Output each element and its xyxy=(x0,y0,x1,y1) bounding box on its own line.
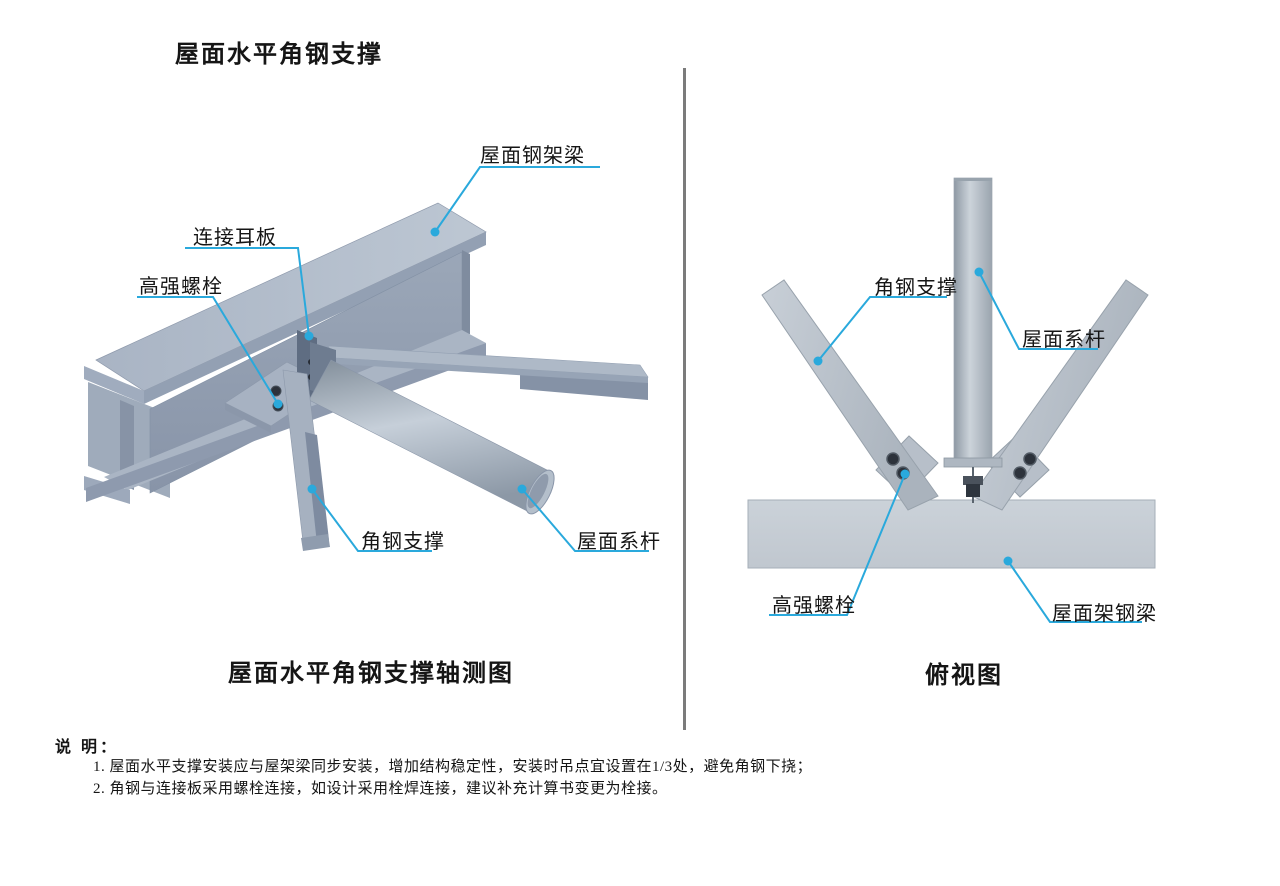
angle-brace-front-3d xyxy=(282,369,330,551)
note-item-1: 1. 屋面水平支撑安装应与屋架梁同步安装，增加结构稳定性，安装时吊点宜设置在1/… xyxy=(93,759,813,775)
label-roof-tie-right: 屋面系杆 xyxy=(1022,329,1106,351)
caption-axonometric: 屋面水平角钢支撑轴测图 xyxy=(228,661,514,687)
sheet-title: 屋面水平角钢支撑 xyxy=(175,42,383,68)
plan-view xyxy=(747,177,1156,623)
notes-heading: 说 明： xyxy=(55,739,120,756)
caption-plan: 俯视图 xyxy=(925,663,1003,689)
label-roof-frame-beam: 屋面钢架梁 xyxy=(480,145,585,167)
label-angle-brace-left: 角钢支撑 xyxy=(361,531,445,553)
roof-tie-pipe-plan xyxy=(943,177,1003,503)
leader-dots-right xyxy=(813,267,1013,566)
leader-lines-left xyxy=(137,166,649,552)
label-hs-bolt-right: 高强螺栓 xyxy=(772,595,856,617)
roof-frame-beam-plan xyxy=(747,499,1156,569)
label-angle-brace-right: 角钢支撑 xyxy=(874,277,958,299)
note-item-2: 2. 角钢与连接板采用螺栓连接，如设计采用栓焊连接，建议补充计算书变更为栓接。 xyxy=(93,781,668,797)
label-connection-lug: 连接耳板 xyxy=(193,227,277,249)
axonometric-view xyxy=(84,166,649,552)
leader-lines-right xyxy=(769,271,1142,623)
view-divider xyxy=(683,68,686,730)
leader-dots-left xyxy=(273,227,527,494)
label-hs-bolt-left: 高强螺栓 xyxy=(139,276,223,298)
label-roof-frame-beam-plan: 屋面架钢梁 xyxy=(1052,603,1157,625)
label-roof-tie-left: 屋面系杆 xyxy=(577,531,661,553)
angle-brace-right-3d xyxy=(327,345,649,400)
